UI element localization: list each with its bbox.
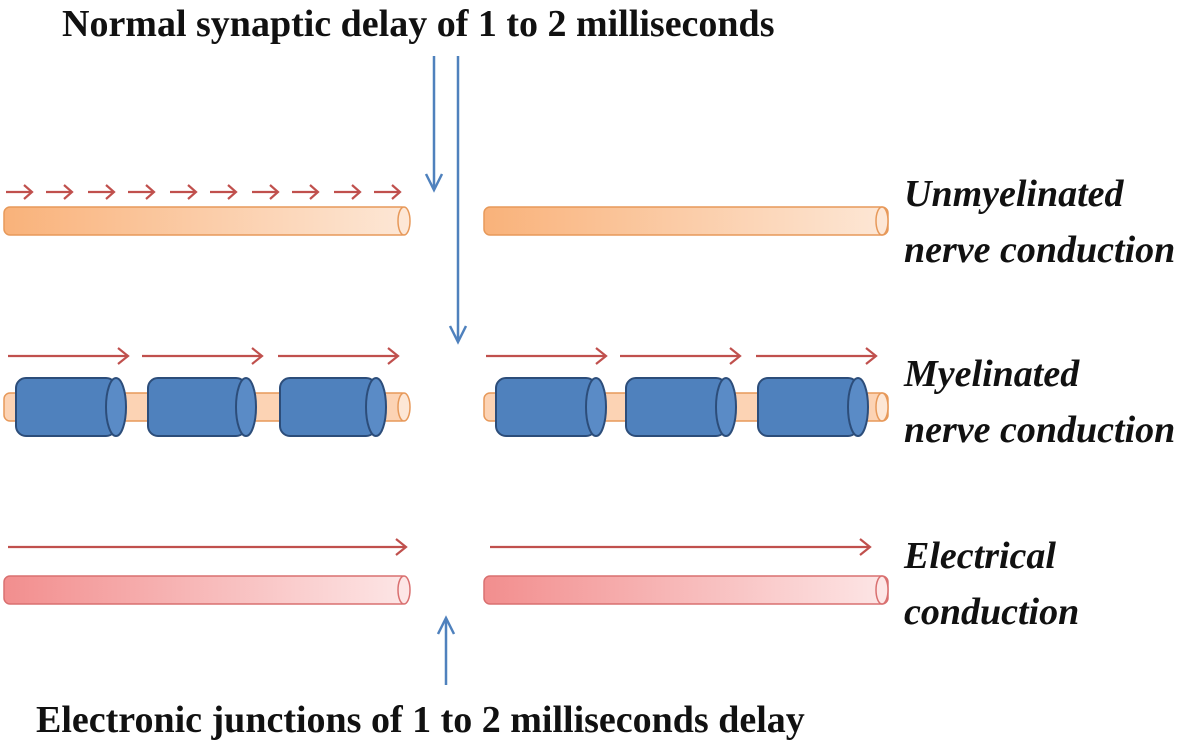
electrical-label-line1: Electrical	[904, 535, 1056, 577]
myelinated-axon-right	[483, 377, 889, 437]
electronic-junction-label: Electronic junctions of 1 to 2 milliseco…	[36, 699, 805, 741]
electrical-axon-right	[483, 575, 889, 605]
myelinated-saltatory-arrows	[8, 347, 878, 365]
delay-arrows	[424, 56, 468, 685]
short-delay-arrow-down	[424, 56, 444, 193]
electrical-label: Electrical conduction	[904, 528, 1079, 640]
junction-arrow-up	[436, 615, 456, 685]
myelin-sheath	[495, 377, 859, 437]
myelin-sheath	[15, 377, 377, 437]
myelinated-axon-left	[3, 377, 411, 437]
unmyelinated-axon-right	[483, 206, 889, 236]
long-delay-arrow-down	[448, 56, 468, 345]
unmyelinated-small-arrows	[6, 184, 402, 200]
myelin-sheath-caps	[105, 377, 387, 437]
unmyelinated-axon-left	[3, 206, 411, 236]
electrical-axon-left	[3, 575, 411, 605]
unmyelinated-label-line2: nerve conduction	[904, 229, 1176, 271]
unmyelinated-label: Unmyelinated nerve conduction	[904, 166, 1175, 278]
synaptic-delay-label: Normal synaptic delay of 1 to 2 millisec…	[62, 3, 775, 45]
myelinated-label-line2: nerve conduction	[904, 409, 1176, 451]
electrical-arrows	[8, 538, 872, 556]
unmyelinated-label-line1: Unmyelinated	[904, 173, 1124, 215]
myelin-sheath-caps	[585, 377, 869, 437]
electrical-label-line2: conduction	[904, 591, 1080, 633]
myelinated-label-line1: Myelinated	[904, 353, 1080, 395]
myelinated-label: Myelinated nerve conduction	[904, 346, 1175, 458]
